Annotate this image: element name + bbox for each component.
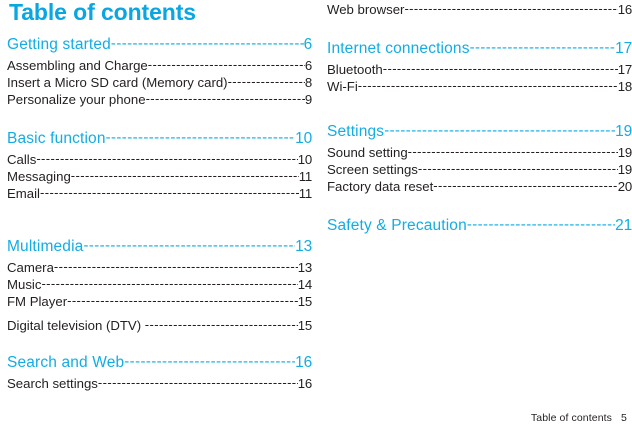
- toc-page-number: 19: [617, 162, 632, 177]
- toc-leader-dashes: ----------------------------------------…: [384, 123, 616, 139]
- toc-page-number: 11: [298, 169, 312, 184]
- toc-leader-dashes: ----------------------------------------…: [145, 92, 305, 106]
- toc-page-number: 19: [617, 145, 632, 160]
- toc-leader-dashes: ----------------------------------------…: [53, 260, 298, 274]
- toc-entry-label: FM Player: [7, 294, 68, 309]
- toc-leader-dashes: ----------------------------------------…: [382, 62, 618, 76]
- toc-item-row[interactable]: FM Player-------------------------------…: [7, 294, 312, 311]
- page-title: Table of contents: [9, 0, 196, 25]
- toc-page-number: 19: [615, 123, 632, 140]
- toc-page-number: 15: [297, 318, 312, 333]
- toc-entry-label: Insert a Micro SD card (Memory card): [7, 75, 228, 90]
- toc-entry-label: Search settings: [7, 376, 98, 391]
- toc-page-number: 16: [617, 2, 632, 17]
- toc-item-row[interactable]: Personalize your phone------------------…: [7, 92, 312, 109]
- toc-leader-dashes: ----------------------------------------…: [417, 162, 618, 176]
- toc-item-row[interactable]: Email-----------------------------------…: [7, 186, 312, 203]
- toc-entry-label: Settings: [327, 123, 385, 140]
- toc-leader-dashes: ----------------------------------------…: [433, 179, 618, 193]
- toc-page-number: 11: [298, 186, 312, 201]
- toc-entry-label: Bluetooth: [327, 62, 383, 77]
- toc-leader-dashes: ----------------------------------------…: [39, 186, 299, 200]
- toc-item-row[interactable]: Factory data reset----------------------…: [327, 179, 632, 196]
- toc-item-row[interactable]: Insert a Micro SD card (Memory card)----…: [7, 75, 312, 92]
- toc-leader-dashes: ----------------------------------------…: [124, 354, 295, 370]
- toc-item-row[interactable]: Screen settings-------------------------…: [327, 162, 632, 179]
- toc-entry-label: Sound setting: [327, 145, 408, 160]
- toc-leader-dashes: ----------------------------------------…: [41, 277, 298, 291]
- toc-entry-label: Assembling and Charge: [7, 58, 148, 73]
- toc-entry-label: Multimedia: [7, 238, 84, 255]
- toc-item-row[interactable]: Assembling and Charge-------------------…: [7, 58, 312, 75]
- toc-leader-dashes: ----------------------------------------…: [147, 58, 305, 72]
- toc-leader-dashes: ----------------------------------------…: [105, 130, 296, 146]
- toc-item-row[interactable]: Web browser-----------------------------…: [327, 2, 632, 19]
- toc-page-number: 15: [297, 294, 312, 309]
- toc-item-row[interactable]: Messaging-------------------------------…: [7, 169, 312, 186]
- toc-entry-label: Calls: [7, 152, 37, 167]
- toc-leader-dashes: ----------------------------------------…: [97, 376, 298, 390]
- toc-entry-label: Safety & Precaution: [327, 217, 467, 234]
- toc-leader-dashes: ----------------------------------------…: [407, 145, 618, 159]
- toc-leader-dashes: ----------------------------------------…: [469, 40, 616, 56]
- toc-item-row[interactable]: Camera----------------------------------…: [7, 260, 312, 277]
- toc-section-row[interactable]: Getting started-------------------------…: [7, 36, 312, 56]
- toc-section-row[interactable]: Settings--------------------------------…: [327, 123, 632, 143]
- page-footer: Table of contents 5: [530, 412, 627, 424]
- toc-page-number: 18: [617, 79, 632, 94]
- toc-page-number: 8: [304, 75, 312, 90]
- toc-entry-label: Digital television (DTV): [7, 318, 145, 333]
- toc-page-number: 6: [304, 58, 312, 73]
- toc-leader-dashes: ----------------------------------------…: [67, 294, 298, 308]
- toc-leader-dashes: ----------------------------------------…: [36, 152, 298, 166]
- toc-entry-label: Email: [7, 186, 40, 201]
- toc-entry-label: Basic function: [7, 130, 106, 147]
- toc-entry-label: Personalize your phone: [7, 92, 146, 107]
- toc-entry-label: Camera: [7, 260, 54, 275]
- toc-page-number: 9: [304, 92, 312, 107]
- toc-page-number: 16: [297, 376, 312, 391]
- toc-leader-dashes: ----------------------------------------…: [144, 318, 298, 332]
- toc-page-number: 14: [297, 277, 312, 292]
- toc-entry-label: Internet connections: [327, 40, 470, 57]
- toc-page-number: 10: [295, 130, 312, 147]
- toc-page-number: 17: [615, 40, 632, 57]
- toc-section-row[interactable]: Basic function--------------------------…: [7, 130, 312, 150]
- toc-item-row[interactable]: Search settings-------------------------…: [7, 376, 312, 393]
- toc-page-number: 10: [297, 152, 312, 167]
- toc-entry-label: Search and Web: [7, 354, 125, 371]
- toc-page-number: 21: [615, 217, 632, 234]
- toc-page-number: 13: [297, 260, 312, 275]
- toc-page-number: 13: [295, 238, 312, 255]
- toc-page-number: 6: [303, 36, 312, 53]
- toc-leader-dashes: ----------------------------------------…: [83, 238, 295, 254]
- toc-entry-label: Web browser: [327, 2, 405, 17]
- toc-item-row[interactable]: Calls-----------------------------------…: [7, 152, 312, 169]
- toc-section-row[interactable]: Multimedia------------------------------…: [7, 238, 312, 258]
- toc-item-row[interactable]: Bluetooth-------------------------------…: [327, 62, 632, 79]
- toc-item-row[interactable]: Sound setting---------------------------…: [327, 145, 632, 162]
- toc-entry-label: Messaging: [7, 169, 71, 184]
- toc-entry-label: Getting started: [7, 36, 111, 53]
- toc-entry-label: Wi-Fi: [327, 79, 358, 94]
- toc-page-number: 16: [295, 354, 312, 371]
- toc-leader-dashes: ----------------------------------------…: [357, 79, 618, 93]
- toc-entry-label: Factory data reset: [327, 179, 434, 194]
- toc-item-row[interactable]: Digital television (DTV) ---------------…: [7, 318, 312, 335]
- toc-section-row[interactable]: Search and Web--------------------------…: [7, 354, 312, 374]
- toc-section-row[interactable]: Safety & Precaution---------------------…: [327, 217, 632, 237]
- toc-leader-dashes: ----------------------------------------…: [110, 36, 304, 52]
- toc-entry-label: Screen settings: [327, 162, 418, 177]
- toc-leader-dashes: ----------------------------------------…: [227, 75, 305, 89]
- toc-item-row[interactable]: Wi-Fi-----------------------------------…: [327, 79, 632, 96]
- toc-page-number: 20: [617, 179, 632, 194]
- toc-leader-dashes: ----------------------------------------…: [404, 2, 618, 16]
- toc-page-number: 17: [617, 62, 632, 77]
- toc-item-row[interactable]: Music-----------------------------------…: [7, 277, 312, 294]
- toc-entry-label: Music: [7, 277, 42, 292]
- toc-leader-dashes: ----------------------------------------…: [466, 217, 616, 233]
- toc-leader-dashes: ----------------------------------------…: [70, 169, 299, 183]
- toc-section-row[interactable]: Internet connections--------------------…: [327, 40, 632, 60]
